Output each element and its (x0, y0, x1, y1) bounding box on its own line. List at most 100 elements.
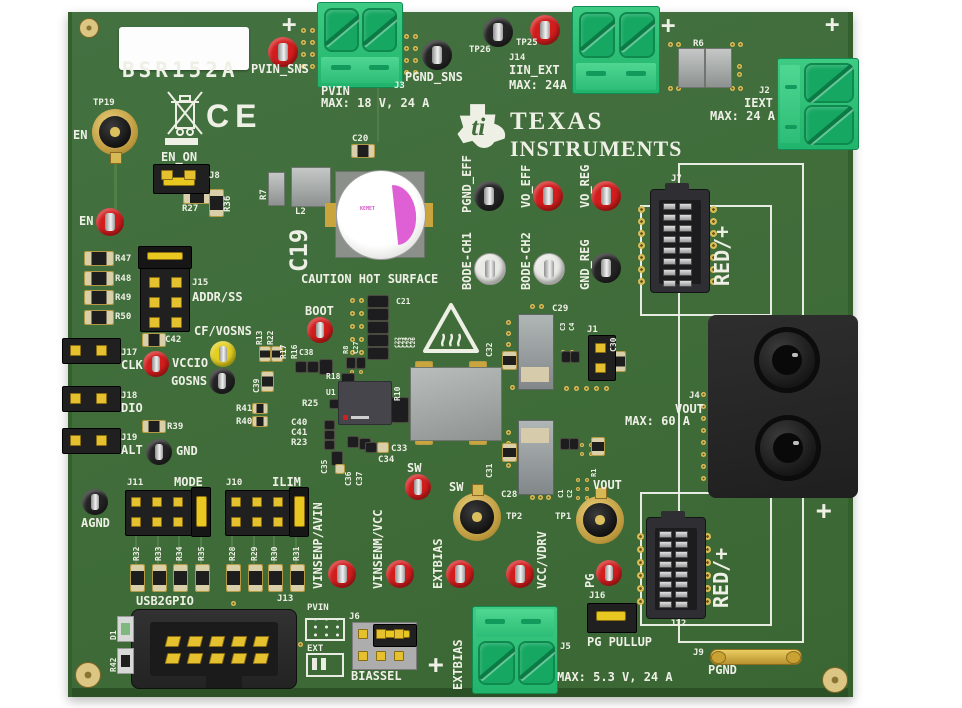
test-point-vout-tp1 (576, 487, 624, 544)
silkscreen-bsr152a: BSR152A (122, 58, 239, 82)
via-pad (580, 452, 584, 456)
silkscreen-en-red: EN (79, 214, 94, 228)
connector-pin (70, 393, 81, 404)
silkscreen-mode: MODE (174, 475, 203, 489)
connector-pin (231, 497, 241, 507)
via-pad (300, 39, 306, 45)
chip-component (84, 310, 114, 325)
silkscreen-j7: J7 (671, 174, 682, 184)
mounting-hole-bottom-right (822, 667, 848, 693)
silkscreen-r7: R7 (259, 189, 269, 200)
silkscreen-j15: J15 (192, 278, 209, 288)
connector-pin (184, 170, 196, 180)
cap-c19-pad-right (422, 203, 433, 227)
chip-component (570, 351, 580, 363)
connector-pin (663, 247, 676, 254)
chip-component (335, 464, 345, 474)
via-pad (675, 41, 681, 47)
silkscreen-r39: R39 (167, 422, 184, 432)
via-pad (703, 532, 711, 540)
chip-component (152, 564, 167, 592)
chip-component (351, 144, 375, 158)
silkscreen-j19: J19 (121, 433, 138, 443)
via-pad (709, 217, 717, 225)
connector-pin (679, 247, 692, 254)
silkscreen-en-on: EN_ON (161, 150, 198, 164)
connector-pin (161, 170, 173, 180)
mounting-hole-bottom-left (75, 662, 101, 688)
via-pad (583, 385, 589, 391)
chip-component (502, 443, 517, 462)
silkscreen-r48: R48 (115, 274, 132, 284)
test-point-pgnd-eff (474, 181, 504, 211)
silkscreen-ilim: ILIM (272, 475, 301, 489)
via-pad (736, 71, 742, 77)
chip-component (329, 399, 343, 409)
silkscreen-pvin-sns: PVIN_SNS (251, 62, 309, 76)
via-pad (703, 545, 711, 553)
silkscreen-tp25: TP25 (516, 38, 538, 48)
connector-pin (376, 651, 386, 661)
test-point-pgnd-sns (422, 40, 452, 70)
via-pad (589, 443, 593, 447)
connector-pin (149, 317, 160, 328)
silkscreen-r29: R29 (250, 546, 259, 561)
silkscreen-vinsenm-vcc: VINSENM/VCC (371, 509, 385, 589)
trace (377, 88, 379, 142)
connector-pin (70, 435, 81, 446)
connector-pin (663, 258, 676, 265)
chip-component (271, 346, 283, 362)
silkscreen-c40: C40 (291, 418, 308, 428)
header-j10-shunt (294, 496, 305, 527)
silkscreen-agnd: AGND (81, 516, 110, 530)
silkscreen-j11: J11 (127, 478, 144, 488)
connector-pin (186, 653, 204, 664)
hot-surface-icon (423, 303, 479, 353)
chip-component (130, 564, 145, 592)
ext-probe-footprint (306, 653, 344, 677)
connector-pin (358, 629, 368, 639)
connector-pin (679, 225, 692, 232)
via-pad (585, 487, 589, 491)
via-pad (537, 494, 543, 500)
silkscreen-ce-mark: CE (206, 98, 263, 134)
silkscreen-plus-top-right: + (825, 10, 840, 38)
connector-pin (164, 636, 182, 647)
silkscreen-r1: R1 (590, 468, 598, 477)
via-pad (737, 85, 743, 91)
connector-pin (131, 497, 141, 507)
via-pad (358, 297, 364, 303)
silkscreen-plus-top-left: + (282, 10, 297, 38)
via-pad (576, 496, 580, 500)
connector-pin (70, 345, 81, 356)
via-pad (636, 558, 644, 566)
silkscreen-pvin-probe: PVIN (307, 603, 329, 613)
silkscreen-r13: R13 (255, 330, 264, 345)
silkscreen-r22: R22 (266, 330, 275, 345)
via-pad (700, 415, 706, 421)
silkscreen-dio: DIO (121, 401, 143, 415)
silkscreen-plus-top-mid: + (661, 11, 676, 39)
test-point-vo-eff (533, 181, 563, 211)
chip-component (84, 251, 114, 266)
cap-c19-pad-left (325, 203, 336, 227)
silkscreen-j4: J4 (689, 391, 700, 401)
chip-component (569, 438, 579, 450)
via-pad (636, 571, 644, 579)
via-pad (359, 370, 363, 374)
j4-binding-post (754, 327, 820, 393)
test-point-bode-ch1 (474, 253, 506, 285)
silkscreen-addr-ss: ADDR/SS (192, 290, 243, 304)
chip-component (561, 351, 571, 363)
connector-pin (659, 561, 672, 568)
test-point-sw-tp2 (453, 484, 501, 541)
silkscreen-clk: CLK (121, 358, 143, 372)
silkscreen-ext-probe: EXT (307, 644, 324, 654)
led-d1 (117, 616, 134, 642)
connector-pin (675, 531, 688, 538)
silkscreen-extbias-tp: EXTBIAS (431, 538, 445, 589)
via-pad (349, 336, 355, 342)
silkscreen-plus-bottom-right: + (816, 496, 832, 526)
via-pad (703, 597, 711, 605)
silkscreen-c37: C37 (355, 471, 364, 486)
